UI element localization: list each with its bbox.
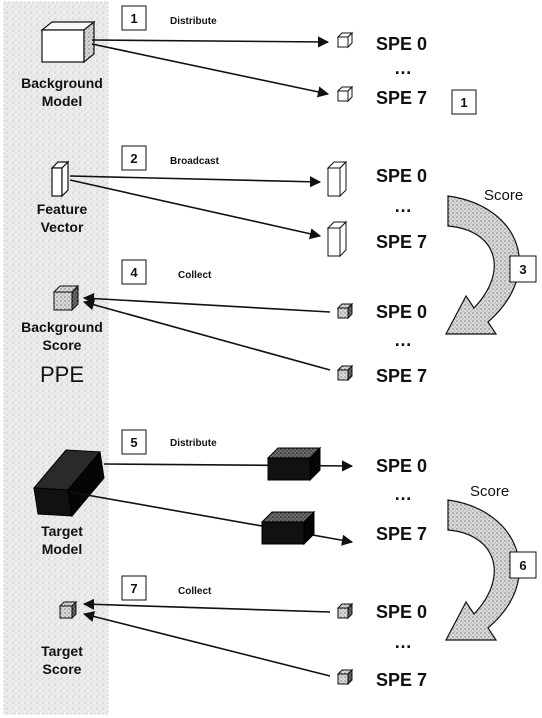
arrow-broadcast-spe0 xyxy=(69,175,322,188)
step-4-label: Collect xyxy=(178,270,212,281)
score-label: Score xyxy=(484,187,523,204)
step-4-number: 4 xyxy=(130,265,138,280)
small-score-cube-icon xyxy=(336,364,354,382)
spe0-label: SPE 0 xyxy=(376,602,427,622)
step-5-label: Distribute xyxy=(170,438,217,449)
background-score-label-line2: Score xyxy=(43,337,82,353)
spe7-label: SPE 7 xyxy=(376,366,427,386)
step-1-box xyxy=(121,5,147,31)
step-5-box xyxy=(121,429,147,455)
marker-1-number: 1 xyxy=(460,95,467,110)
small-cube-icon xyxy=(336,31,354,49)
marker-1-box xyxy=(451,89,477,115)
score-curved-arrow-icon xyxy=(445,499,520,641)
feature-vector-icon xyxy=(50,160,70,198)
target-model-block-icon xyxy=(32,449,105,518)
step-2-box xyxy=(121,145,147,171)
marker-3-number: 3 xyxy=(519,262,526,277)
score-label: Score xyxy=(470,483,509,500)
score-curved-arrow-icon xyxy=(445,195,520,335)
spe0-label: SPE 0 xyxy=(376,302,427,322)
target-model-chunk-icon xyxy=(260,510,316,546)
background-model-cube-icon xyxy=(40,20,96,64)
small-score-cube-icon xyxy=(336,302,354,320)
marker-3-box xyxy=(509,255,537,283)
feature-vector-copy-icon xyxy=(326,220,348,258)
ellipsis: … xyxy=(394,330,412,350)
spe0-label: SPE 0 xyxy=(376,166,427,186)
small-score-cube-icon xyxy=(336,602,354,620)
ellipsis: … xyxy=(394,58,412,78)
spe7-label: SPE 7 xyxy=(376,524,427,544)
step-4-box xyxy=(121,259,147,285)
step-2-number: 2 xyxy=(130,151,137,166)
step-7-label: Collect xyxy=(178,586,212,597)
spe7-label: SPE 7 xyxy=(376,232,427,252)
arrow-distribute-spe0 xyxy=(91,36,330,48)
ellipsis: … xyxy=(394,196,412,216)
arrow-target-collect-spe0 xyxy=(82,598,331,613)
ellipsis: … xyxy=(394,484,412,504)
arrow-distribute-spe7 xyxy=(91,43,330,98)
marker-6-box xyxy=(509,551,537,579)
background-model-label-line1: Background xyxy=(21,75,103,91)
step-2-label: Broadcast xyxy=(170,156,220,167)
small-cube-icon xyxy=(336,85,354,103)
background-score-label-line1: Background xyxy=(21,319,103,335)
step-1-number: 1 xyxy=(130,11,137,26)
arrow-collect-spe0 xyxy=(82,292,331,313)
target-score-cube-icon xyxy=(58,600,78,620)
spe7-label: SPE 7 xyxy=(376,670,427,690)
arrow-broadcast-spe7 xyxy=(69,179,322,240)
feature-vector-label-line1: Feature xyxy=(37,201,88,217)
spe7-label: SPE 7 xyxy=(376,88,427,108)
step-5-number: 5 xyxy=(130,435,137,450)
arrow-target-collect-spe7 xyxy=(82,611,331,677)
small-score-cube-icon xyxy=(336,668,354,686)
target-model-label-line1: Target xyxy=(41,523,83,539)
feature-vector-label-line2: Vector xyxy=(41,219,84,235)
spe0-label: SPE 0 xyxy=(376,456,427,476)
step-7-box xyxy=(121,575,147,601)
target-score-label-line1: Target xyxy=(41,643,83,659)
feature-vector-copy-icon xyxy=(326,160,348,198)
ppe-label: PPE xyxy=(40,362,84,387)
background-score-cube-icon xyxy=(52,284,80,312)
target-model-label-line2: Model xyxy=(42,541,82,557)
step-1-label: Distribute xyxy=(170,16,217,27)
marker-6-number: 6 xyxy=(519,558,526,573)
step-7-number: 7 xyxy=(130,581,137,596)
target-score-label-line2: Score xyxy=(43,661,82,677)
arrow-collect-spe7 xyxy=(82,299,331,371)
background-model-label-line2: Model xyxy=(42,93,82,109)
ppe-panel xyxy=(3,1,109,715)
ellipsis: … xyxy=(394,632,412,652)
spe0-label: SPE 0 xyxy=(376,34,427,54)
target-model-chunk-icon xyxy=(266,446,322,482)
